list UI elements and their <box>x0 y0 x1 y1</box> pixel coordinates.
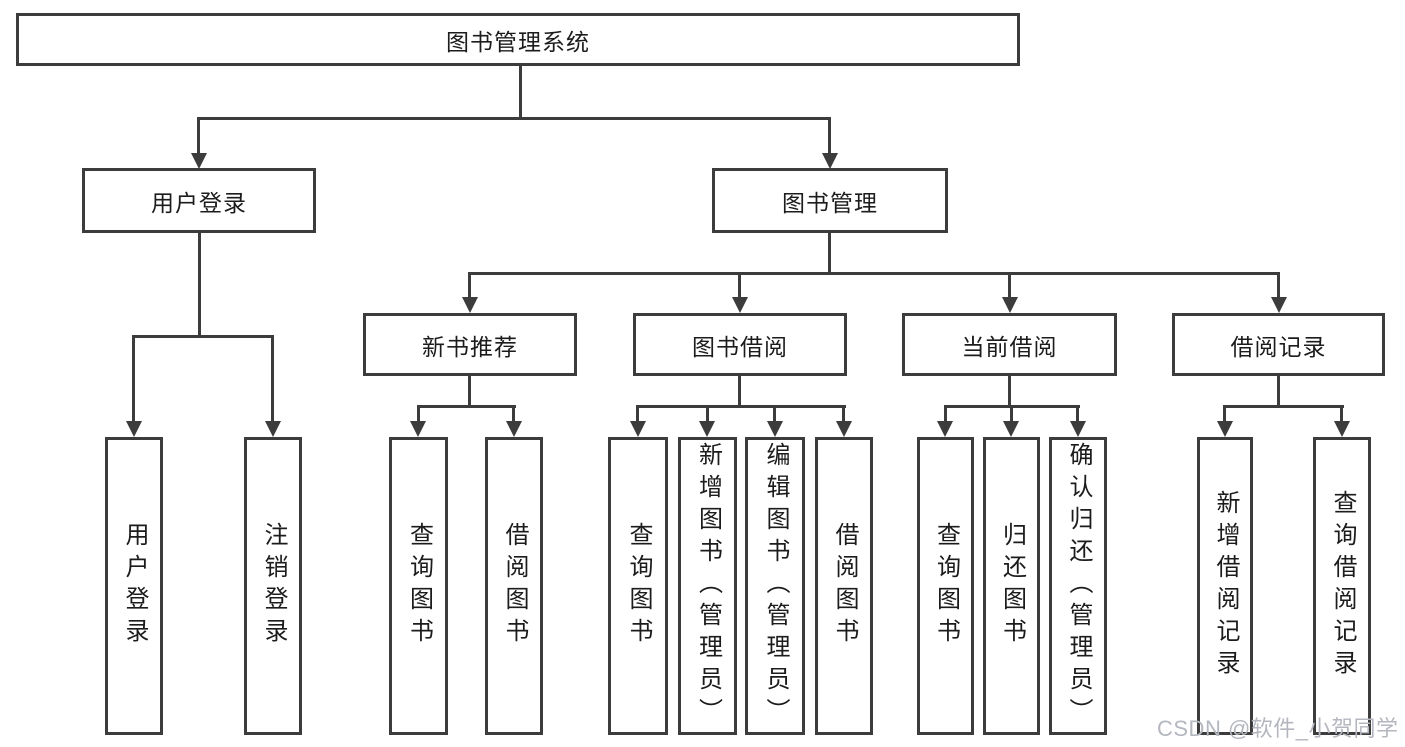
node-borrowing-records: 借阅记录 <box>1172 313 1385 376</box>
node-current-borrowing: 当前借阅 <box>902 313 1117 376</box>
leaf-query-borrow-record: 查询借阅记录 <box>1313 437 1371 735</box>
arrow-down-icon <box>191 153 207 169</box>
arrow-down-icon <box>410 421 426 437</box>
csdn-watermark: CSDN @软件_小贺同学 <box>1157 716 1399 741</box>
node-user-login: 用户登录 <box>82 168 316 233</box>
connector-leaf <box>417 405 420 423</box>
connector-current-stem <box>1008 376 1011 407</box>
connector-root-stem <box>519 66 522 119</box>
leaf-add-books-admin: 新增图书（管理员） <box>678 437 737 735</box>
arrow-down-icon <box>126 421 142 437</box>
connector-borrowing-bar <box>636 405 846 408</box>
connector-records-bar <box>1223 405 1344 408</box>
connector-leaf <box>773 405 776 423</box>
connector-user-login-bar <box>132 335 274 338</box>
connector-records-stem <box>1277 376 1280 407</box>
node-new-book-recommendation: 新书推荐 <box>363 313 577 376</box>
arrow-down-icon <box>732 297 748 313</box>
connector-to-new-book <box>468 272 471 300</box>
arrow-down-icon <box>836 421 852 437</box>
arrow-down-icon <box>1002 297 1018 313</box>
leaf-query-books-borrowing: 查询图书 <box>608 437 668 735</box>
leaf-add-borrow-record: 新增借阅记录 <box>1197 437 1253 735</box>
connector-borrowing-stem <box>738 376 741 407</box>
arrow-down-icon <box>1217 421 1233 437</box>
connector-book-mgmt-stem <box>828 233 831 274</box>
arrow-down-icon <box>462 297 478 313</box>
connector-leaf <box>512 405 515 423</box>
arrow-down-icon <box>767 421 783 437</box>
leaf-query-books-current: 查询图书 <box>917 437 974 735</box>
arrow-down-icon <box>822 153 838 169</box>
arrow-down-icon <box>1271 297 1287 313</box>
leaf-logout: 注销登录 <box>244 437 302 735</box>
connector-root-bar <box>197 117 831 120</box>
arrow-down-icon <box>1070 421 1086 437</box>
arrow-down-icon <box>506 421 522 437</box>
arrow-down-icon <box>937 421 953 437</box>
leaf-borrow-books-borrowing: 借阅图书 <box>815 437 873 735</box>
connector-book-mgmt-bar <box>468 272 1279 275</box>
node-book-management: 图书管理 <box>712 168 948 233</box>
leaf-user-login: 用户登录 <box>105 437 163 735</box>
connector-leaf <box>1076 405 1079 423</box>
leaf-return-books: 归还图书 <box>983 437 1040 735</box>
connector-to-current <box>1008 272 1011 300</box>
leaf-borrow-books-recommend: 借阅图书 <box>485 437 543 735</box>
connector-to-book-management <box>828 117 831 155</box>
node-library-management-system: 图书管理系统 <box>16 13 1020 66</box>
connector-new-book-stem <box>468 376 471 407</box>
node-book-borrowing: 图书借阅 <box>633 313 847 376</box>
arrow-down-icon <box>1003 421 1019 437</box>
connector-to-user-login <box>197 117 200 155</box>
connector-leaf <box>1010 405 1013 423</box>
connector-user-login-stem <box>198 233 201 337</box>
connector-to-leaf-logout <box>271 335 274 423</box>
connector-leaf <box>706 405 709 423</box>
leaf-confirm-return-admin: 确认归还（管理员） <box>1049 437 1107 735</box>
connector-leaf <box>842 405 845 423</box>
connector-to-records <box>1277 272 1280 300</box>
connector-leaf <box>636 405 639 423</box>
connector-leaf <box>1223 405 1226 423</box>
arrow-down-icon <box>630 421 646 437</box>
connector-leaf <box>1340 405 1343 423</box>
leaf-query-books-recommend: 查询图书 <box>389 437 448 735</box>
connector-to-borrowing <box>738 272 741 300</box>
arrow-down-icon <box>1334 421 1350 437</box>
arrow-down-icon <box>699 421 715 437</box>
leaf-edit-books-admin: 编辑图书（管理员） <box>745 437 805 735</box>
connector-to-leaf-user-login <box>132 335 135 423</box>
connector-leaf <box>944 405 947 423</box>
connector-new-book-bar <box>417 405 516 408</box>
arrow-down-icon <box>265 421 281 437</box>
